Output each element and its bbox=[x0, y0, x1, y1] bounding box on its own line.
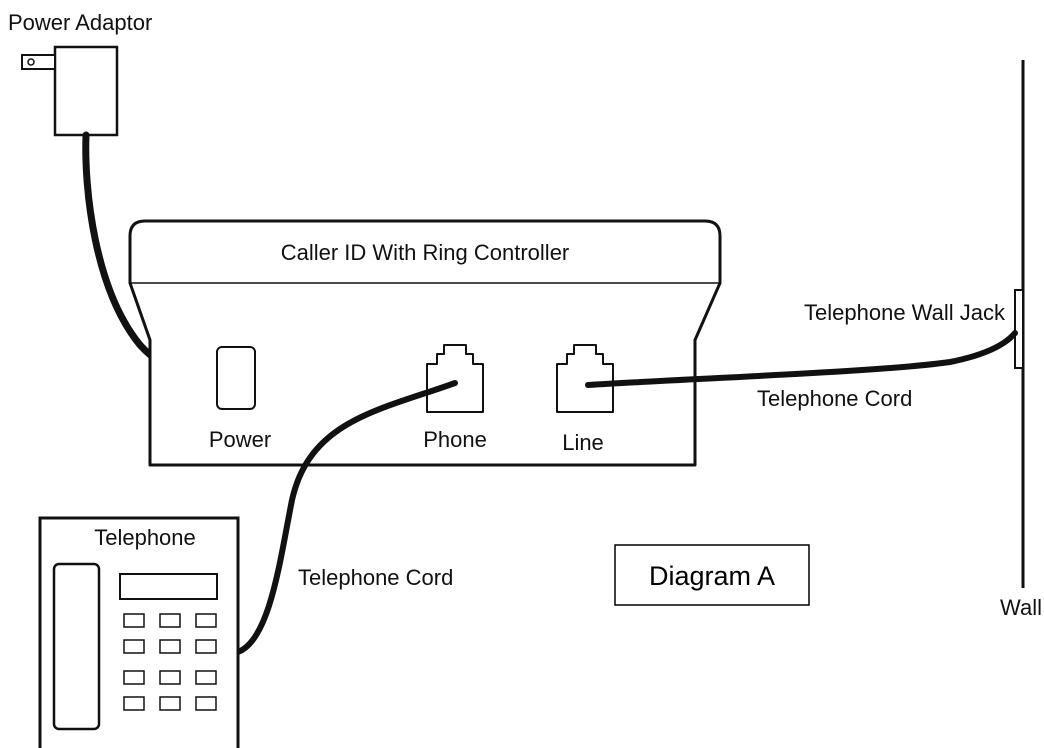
keypad-key bbox=[123, 613, 145, 628]
keypad-key bbox=[123, 670, 145, 685]
keypad-key bbox=[123, 639, 145, 654]
power-adaptor-prong-hole bbox=[27, 58, 35, 66]
power-port bbox=[216, 346, 256, 410]
keypad-key bbox=[123, 696, 145, 711]
telephone-handset bbox=[52, 562, 101, 731]
line-port-jack bbox=[556, 344, 614, 413]
telephone-keypad bbox=[123, 613, 217, 711]
diagram-caption-box bbox=[614, 544, 810, 606]
keypad-key bbox=[195, 639, 217, 654]
line-telephone-cord bbox=[585, 330, 1018, 388]
diagram-caption-text: Diagram A bbox=[649, 561, 775, 591]
telephone-display bbox=[119, 573, 218, 600]
power-port-label: Power bbox=[209, 427, 271, 452]
phone-telephone-cord bbox=[235, 380, 458, 655]
line-port-label: Line bbox=[562, 430, 604, 455]
power-adaptor: Power Adaptor bbox=[8, 10, 152, 137]
wall-label: Wall bbox=[1000, 595, 1042, 620]
wall-jack-label: Telephone Wall Jack bbox=[804, 300, 1006, 325]
diagram-caption: Diagram A bbox=[614, 544, 810, 606]
telephone-cord-label-line: Telephone Cord bbox=[757, 386, 912, 411]
telephone-cord-label-phone: Telephone Cord bbox=[298, 565, 453, 590]
power-adaptor-label: Power Adaptor bbox=[8, 10, 152, 35]
caller-id-unit: Caller ID With Ring Controller Power Pho… bbox=[128, 219, 722, 467]
keypad-key bbox=[159, 696, 181, 711]
keypad-key bbox=[159, 639, 181, 654]
device-title: Caller ID With Ring Controller bbox=[281, 240, 570, 265]
power-adaptor-prong bbox=[21, 54, 56, 70]
telephone-label: Telephone bbox=[94, 525, 196, 550]
keypad-key bbox=[195, 670, 217, 685]
power-adaptor-body bbox=[53, 45, 119, 137]
keypad-key bbox=[159, 670, 181, 685]
telephone-wall-jack bbox=[1014, 289, 1024, 369]
keypad-key bbox=[195, 613, 217, 628]
phone-port-label: Phone bbox=[423, 427, 487, 452]
keypad-key bbox=[195, 696, 217, 711]
telephone: Telephone bbox=[38, 516, 240, 748]
phone-port-jack bbox=[426, 344, 484, 413]
keypad-key bbox=[159, 613, 181, 628]
